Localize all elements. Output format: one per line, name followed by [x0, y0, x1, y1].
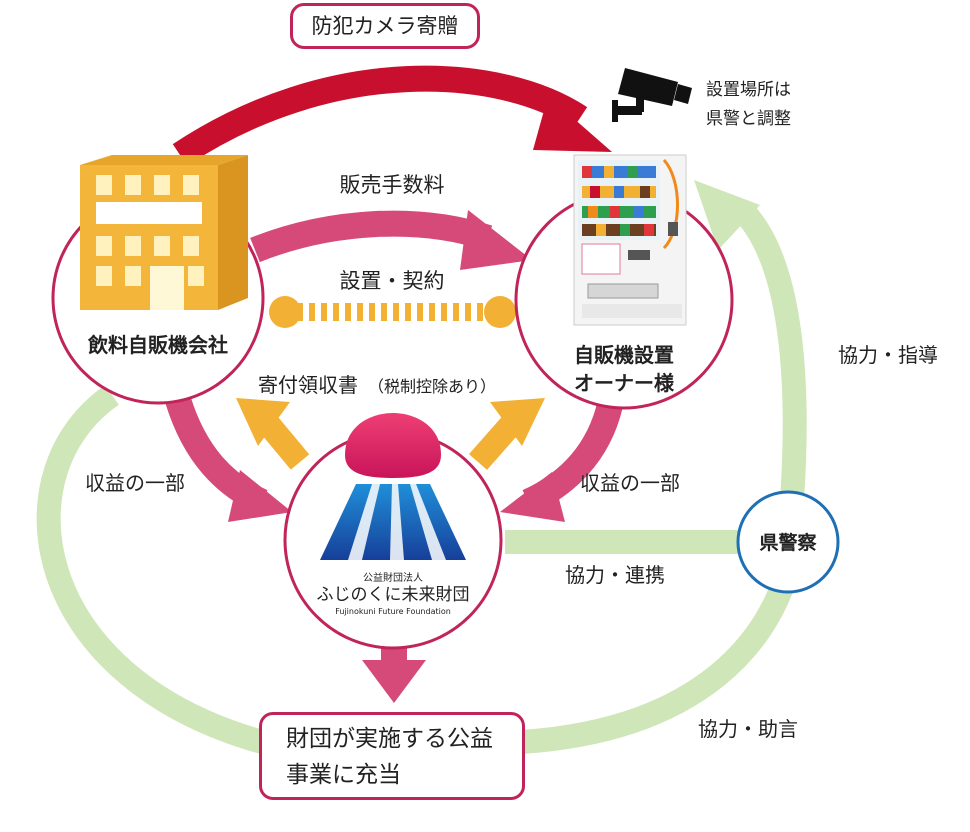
down-arrowhead: [362, 660, 426, 703]
public-project-box: 財団が実施する公益 事業に充当: [259, 712, 525, 800]
camera-gift-box: 防犯カメラ寄贈: [290, 3, 480, 49]
police-circle: [736, 490, 840, 594]
drink-row-4: [582, 224, 656, 236]
receipt-arrowhead-right: [490, 398, 545, 446]
camera-gift-label: 防犯カメラ寄贈: [311, 14, 459, 38]
commission-label: 販売手数料: [340, 173, 445, 197]
commission-arrowhead: [460, 210, 532, 270]
police-label: 県警察: [759, 531, 817, 554]
owner-label-line-2: オーナー様: [574, 371, 675, 395]
revenue-left-label: 収益の一部: [85, 471, 185, 495]
cooperation-link-label: 協力・連携: [565, 563, 665, 587]
vending-slot: [587, 283, 659, 299]
beverage-company-label: 飲料自販機会社: [87, 333, 228, 357]
cooperation-guidance-label: 協力・指導: [838, 343, 938, 367]
camera-note-line-2: 県警と調整: [706, 109, 791, 129]
vending-machine-icon: [573, 154, 687, 326]
cooperation-advice-label: 協力・助言: [698, 717, 798, 741]
green-arrowhead: [694, 180, 760, 250]
revenue-arrowhead-right: [500, 472, 565, 522]
vending-poster: [581, 243, 621, 275]
receipt-arrowhead-left: [236, 398, 290, 446]
public-project-line-2: 事業に充当: [286, 762, 401, 788]
owner-label-line-1: 自販機設置: [574, 343, 674, 367]
foundation-english: Fujinokuni Future Foundation: [335, 607, 451, 616]
camera-gift-arrow: [172, 65, 588, 166]
camera-gift-arrowhead: [533, 96, 612, 152]
contract-bar: [269, 296, 516, 328]
drink-row-1: [582, 166, 656, 178]
foundation-small-label: 公益財団法人: [363, 571, 423, 584]
building-icon: [80, 155, 248, 310]
security-camera-icon: [612, 68, 692, 122]
receipt-note: （税制控除あり）: [368, 377, 496, 396]
public-project-line-1: 財団が実施する公益: [286, 726, 493, 752]
contract-label: 設置・契約: [340, 269, 445, 293]
receipt-label: 寄付領収書: [258, 373, 358, 397]
fuji-logo-icon: [320, 413, 466, 560]
camera-note-line-1: 設置場所は: [706, 80, 791, 100]
drink-row-2: [582, 186, 656, 198]
foundation-name: ふじのくに未来財団: [317, 585, 470, 605]
revenue-arrowhead-left: [228, 470, 292, 522]
drink-row-3: [582, 206, 656, 218]
revenue-right-label: 収益の一部: [580, 471, 680, 495]
commission-arrow: [250, 210, 493, 263]
